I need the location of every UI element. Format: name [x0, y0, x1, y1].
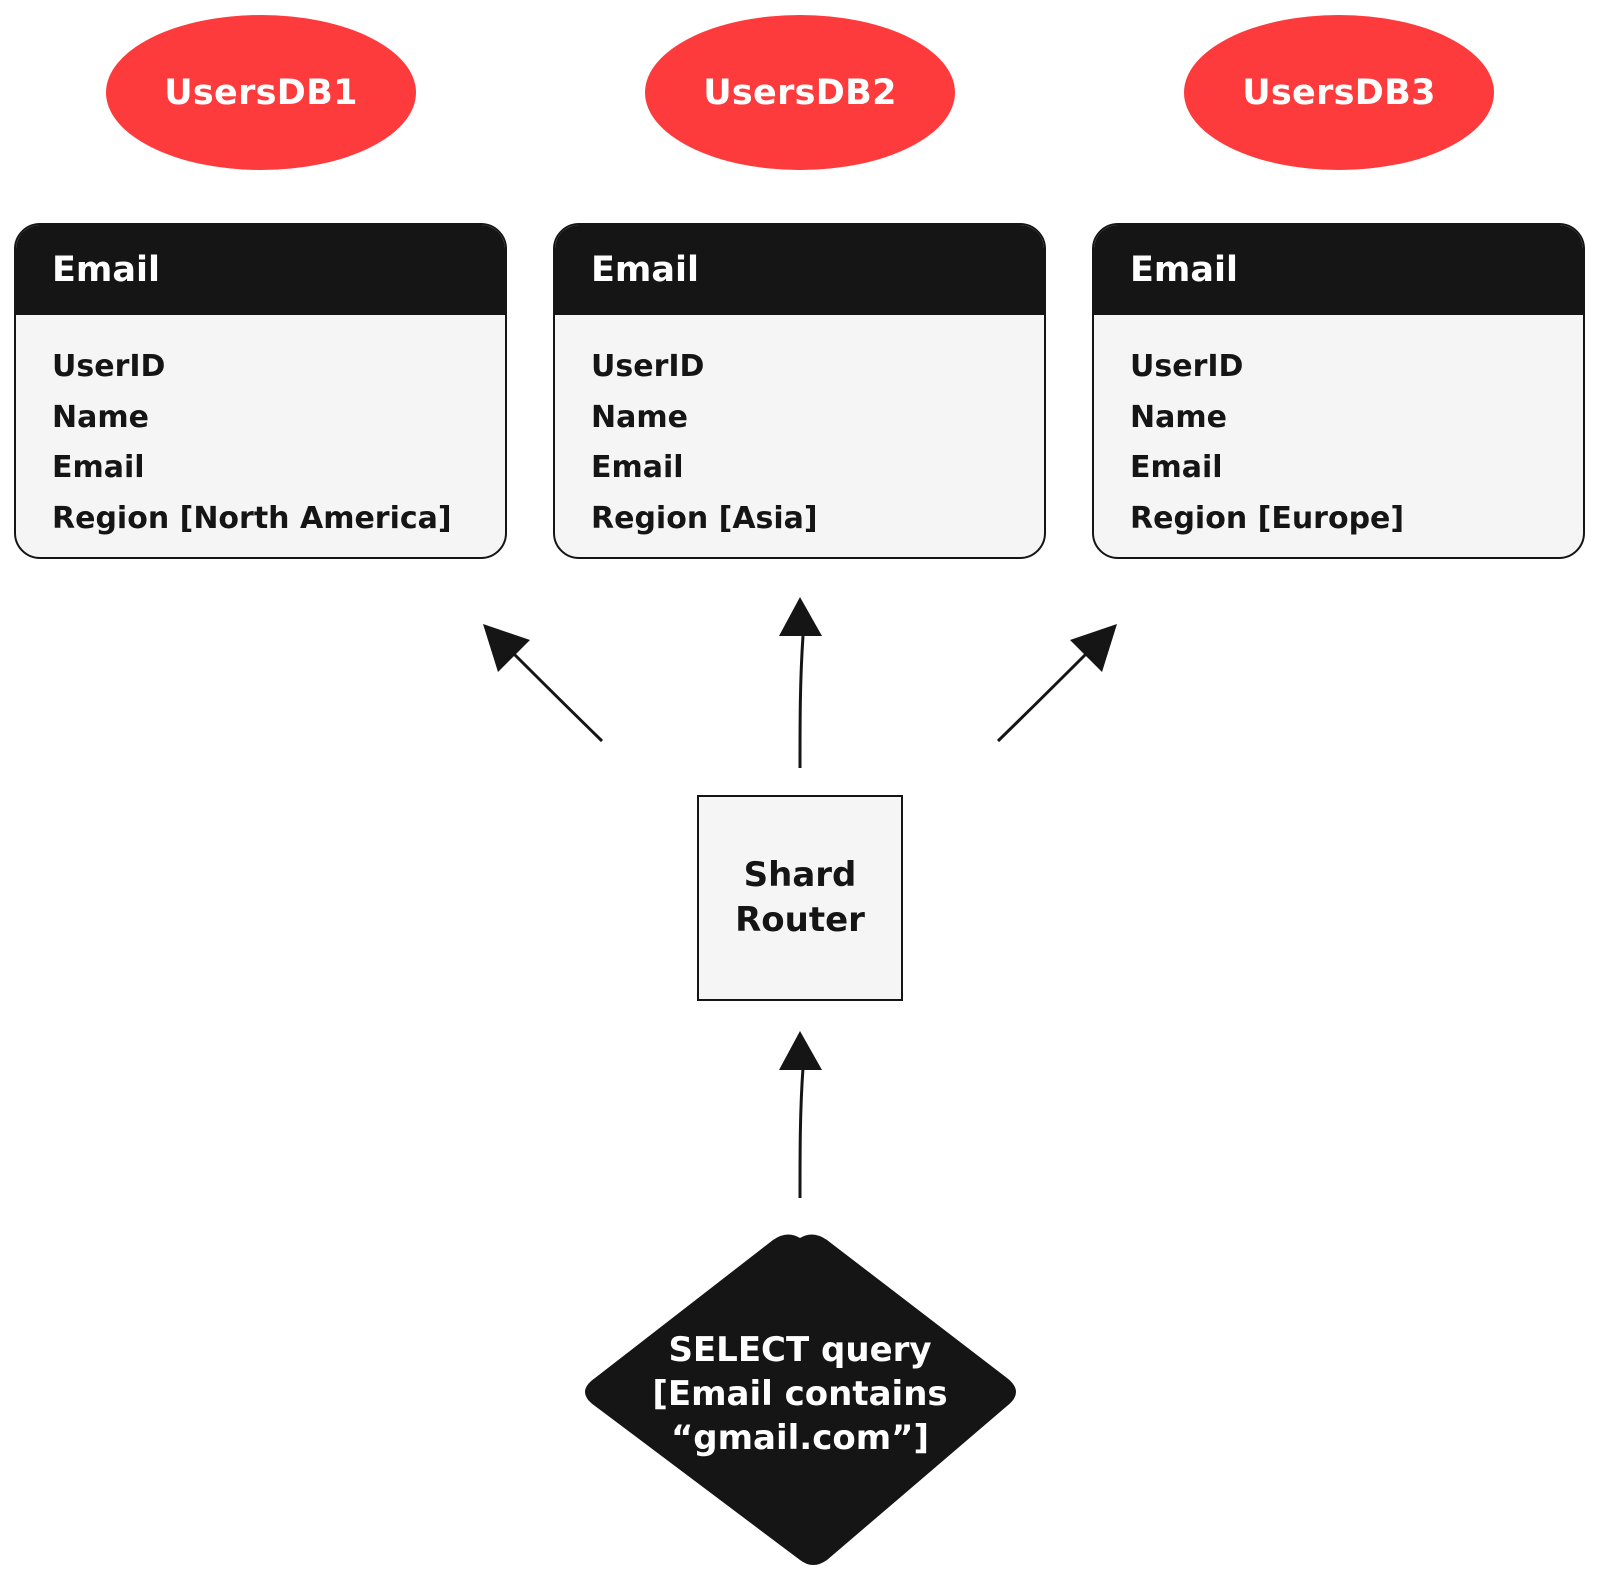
table-header: Email — [16, 225, 505, 315]
table-field: UserID — [52, 349, 166, 384]
arrow-router-to-usersdb3 — [996, 624, 1117, 743]
arrow-router-to-usersdb2 — [779, 597, 822, 769]
db-oval-usersdb1: UsersDB1 — [106, 15, 416, 170]
table-field: UserID — [1130, 349, 1244, 384]
table-card-usersdb1: Email UserID Name Email Region [North Am… — [14, 223, 507, 559]
table-field: Name — [52, 399, 149, 435]
table-field: UserID — [591, 349, 705, 384]
db-oval-usersdb2: UsersDB2 — [645, 15, 955, 170]
table-field-list: UserID Name Email Region [Asia] — [555, 315, 1044, 544]
shard-router-node: Shard Router — [697, 795, 903, 1001]
query-label: SELECT query [Email contains “gmail.com”… — [620, 1328, 980, 1460]
arrow-router-to-usersdb1 — [483, 624, 604, 743]
query-line: SELECT query — [668, 1330, 932, 1370]
table-field: Region [Asia] — [591, 500, 818, 536]
table-field-list: UserID Name Email Region [Europe] — [1094, 315, 1583, 544]
table-card-usersdb2: Email UserID Name Email Region [Asia] — [553, 223, 1046, 559]
table-field: Name — [591, 399, 688, 435]
table-field: Region [North America] — [52, 500, 452, 536]
router-label: Shard Router — [735, 855, 865, 940]
db-name: UsersDB3 — [1242, 72, 1436, 113]
table-field: Name — [1130, 399, 1227, 435]
query-line: “gmail.com”] — [670, 1418, 930, 1458]
db-oval-usersdb3: UsersDB3 — [1184, 15, 1494, 170]
arrow-query-to-router — [779, 1031, 822, 1199]
table-field: Email — [52, 450, 145, 485]
table-field: Email — [591, 450, 684, 485]
table-field: Region [Europe] — [1130, 500, 1405, 536]
db-name: UsersDB2 — [703, 72, 897, 113]
table-header: Email — [1094, 225, 1583, 315]
table-field: Email — [1130, 450, 1223, 485]
query-diamond — [585, 1234, 1016, 1565]
table-card-usersdb3: Email UserID Name Email Region [Europe] — [1092, 223, 1585, 559]
table-field-list: UserID Name Email Region [North America] — [16, 315, 505, 544]
table-header: Email — [555, 225, 1044, 315]
query-line: [Email contains — [652, 1374, 948, 1414]
db-name: UsersDB1 — [164, 72, 358, 113]
